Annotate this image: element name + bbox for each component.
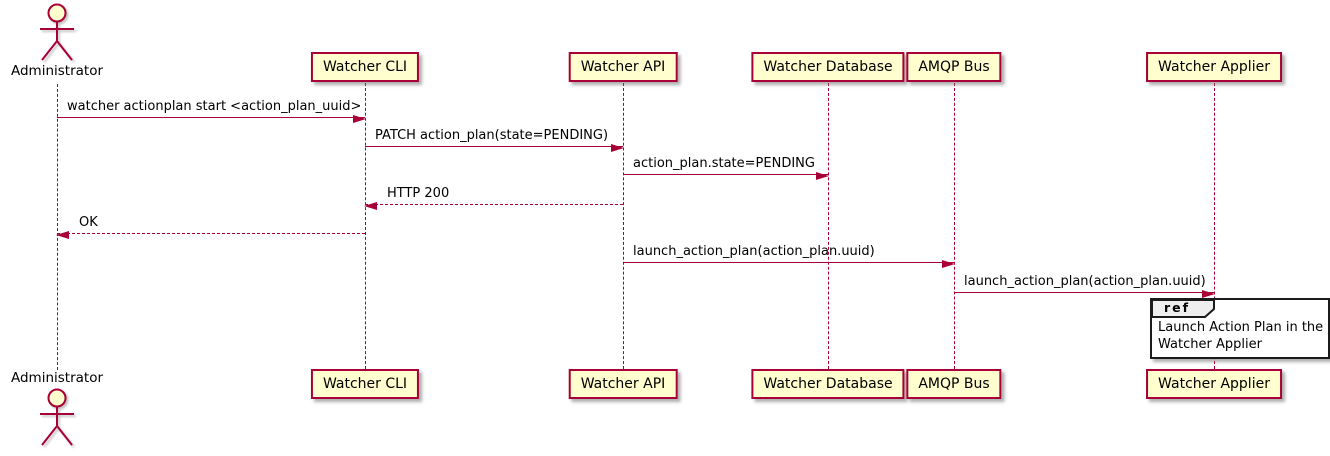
arrowhead-right-icon (816, 172, 829, 180)
ref-keyword: ref (1164, 300, 1191, 315)
message-2-label: PATCH action_plan(state=PENDING) (375, 128, 609, 143)
lifeline-administrator (57, 84, 58, 370)
arrowhead-left-icon (56, 231, 69, 239)
actor-administrator-bottom: Administrator (0, 370, 117, 448)
lifeline-watcher-cli (365, 83, 366, 369)
message-7-label: launch_action_plan(action_plan.uuid) (964, 274, 1206, 289)
ref-text-line2: Watcher Applier (1158, 337, 1262, 352)
message-2-line (365, 146, 623, 147)
message-6-line (623, 262, 954, 263)
arrowhead-left-icon (364, 202, 377, 210)
participant-watcher-database-bottom: Watcher Database (751, 369, 905, 399)
participant-watcher-api-top: Watcher API (568, 52, 678, 82)
message-4-line (365, 204, 623, 205)
message-4: HTTP 200 (364, 183, 623, 210)
participant-watcher-database-top: Watcher Database (751, 52, 905, 82)
arrowhead-right-icon (611, 144, 624, 152)
message-1-line (57, 117, 365, 118)
arrowhead-right-icon (942, 260, 955, 268)
message-1: watcher actionplan start <action_plan_uu… (57, 96, 366, 123)
participant-amqp-bus-top: AMQP Bus (906, 52, 1002, 82)
lifeline-watcher-database (828, 83, 829, 369)
participant-watcher-cli-top: Watcher CLI (310, 52, 420, 82)
message-3: action_plan.state=PENDING (623, 153, 829, 180)
arrowhead-right-icon (353, 115, 366, 123)
arrowhead-right-icon (1202, 290, 1215, 298)
participant-watcher-applier-top: Watcher Applier (1146, 52, 1282, 82)
participant-amqp-bus-bottom: AMQP Bus (906, 369, 1002, 399)
actor-label: Administrator (10, 63, 104, 79)
message-7: launch_action_plan(action_plan.uuid) (954, 271, 1215, 298)
message-5-line (57, 233, 365, 234)
ref-header-shape-icon (1151, 299, 1215, 318)
lifeline-amqp-bus (954, 83, 955, 369)
ref-fragment-text: Launch Action Plan in the Watcher Applie… (1152, 318, 1328, 357)
participant-watcher-api-bottom: Watcher API (568, 369, 678, 399)
message-6-label: launch_action_plan(action_plan.uuid) (633, 244, 875, 259)
message-7-line (954, 292, 1214, 293)
message-5: OK (56, 212, 365, 239)
message-5-label: OK (79, 215, 98, 230)
actor-administrator-top: Administrator (0, 3, 117, 79)
ref-text-line1: Launch Action Plan in the (1158, 320, 1324, 335)
actor-icon (40, 3, 74, 61)
message-6: launch_action_plan(action_plan.uuid) (623, 241, 955, 268)
ref-fragment: ref Launch Action Plan in the Watcher Ap… (1150, 298, 1330, 359)
message-2: PATCH action_plan(state=PENDING) (365, 125, 624, 152)
lifeline-watcher-applier (1214, 83, 1215, 369)
message-3-label: action_plan.state=PENDING (633, 156, 815, 171)
actor-icon (40, 388, 74, 446)
participant-watcher-applier-bottom: Watcher Applier (1146, 369, 1282, 399)
message-1-label: watcher actionplan start <action_plan_uu… (67, 99, 362, 114)
ref-fragment-header: ref (1151, 299, 1216, 318)
message-3-line (623, 174, 828, 175)
participant-watcher-cli-bottom: Watcher CLI (310, 369, 420, 399)
lifeline-watcher-api (623, 83, 624, 369)
actor-label: Administrator (10, 370, 104, 386)
message-4-label: HTTP 200 (387, 186, 450, 201)
